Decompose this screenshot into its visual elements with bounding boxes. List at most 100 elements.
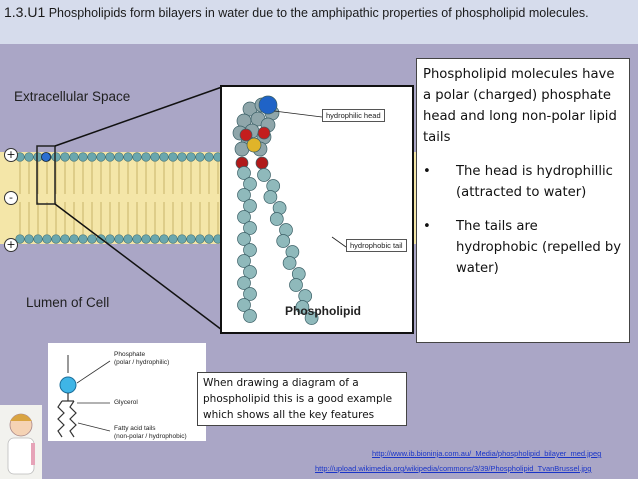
lipid-head [123, 234, 133, 244]
tail-atom [304, 311, 319, 325]
bullet-icon: • [423, 164, 431, 179]
lipid-head [105, 234, 115, 244]
zoom-line-top [54, 86, 223, 147]
avatar-hair [10, 414, 32, 421]
leader-line [76, 360, 111, 384]
slide-title: 1.3.U1 Phospholipids form bilayers in wa… [4, 3, 634, 22]
tail-atom [243, 221, 257, 235]
tail-atom [237, 232, 251, 246]
tail-atom [289, 278, 303, 292]
lipid-head [114, 234, 124, 244]
lipid-head [141, 234, 151, 244]
highlight-box [36, 145, 56, 205]
phosphate-head-icon [59, 376, 77, 394]
lipid-head [123, 152, 133, 162]
lipid-head [168, 234, 178, 244]
fatty-acid-tail-icon [57, 400, 65, 438]
fatty-acid-tail-icon [69, 400, 77, 438]
objective-code: 1.3.U1 [4, 4, 46, 20]
lipid-head [96, 152, 106, 162]
negative-charge-icon: - [4, 191, 18, 205]
note-box: When drawing a diagram of a phospholipid… [197, 372, 407, 426]
info-bullet: • The tails are hydrophobic (repelled by… [423, 216, 623, 279]
source-link[interactable]: http://upload.wikimedia.org/wikipedia/co… [315, 464, 592, 473]
tail-atom [243, 199, 257, 213]
avatar-drawing [7, 413, 35, 475]
oxygen-atom [255, 156, 269, 170]
tail-atom [243, 177, 257, 191]
simple-phospholipid-diagram: Phosphate (polar / hydrophilic) Glycerol… [48, 343, 206, 441]
phospholipid-model-inset: hydrophilic head hydrophobic tail [220, 85, 414, 334]
phosphate-label: Phosphate (polar / hydrophilic) [114, 351, 170, 366]
lipid-head [195, 234, 205, 244]
highlighted-head [41, 152, 51, 162]
phosphorus-atom [246, 137, 262, 153]
bullet-icon: • [423, 219, 431, 234]
fatty-acid-label: Fatty acid tails (non-polar / hydrophobi… [114, 425, 187, 440]
source-link[interactable]: http://www.ib.bioninja.com.au/_Media/pho… [372, 449, 602, 458]
tail-atom [282, 256, 297, 270]
tail-atom [276, 234, 291, 248]
zoom-line-bottom [54, 203, 223, 331]
bullet-text: The head is hydrophillic (attracted to w… [456, 164, 613, 200]
oxygen-atom [257, 126, 271, 140]
lipid-head [87, 234, 97, 244]
space-filling-model [232, 95, 347, 325]
lipid-head [159, 234, 169, 244]
lipid-head [141, 152, 151, 162]
lipid-head [204, 152, 214, 162]
lipid-head [204, 234, 214, 244]
tail-atom [237, 166, 251, 180]
tail-atom [257, 168, 271, 182]
glycerol-label: Glycerol [114, 399, 138, 406]
title-text: Phospholipids form bilayers in water due… [45, 6, 589, 20]
tail-atom [263, 190, 278, 204]
lipid-head [24, 152, 34, 162]
lipid-head [78, 152, 88, 162]
hydrophobic-tail-label: hydrophobic tail [346, 239, 407, 252]
tail-atom [237, 298, 251, 312]
lipid-head [87, 152, 97, 162]
positive-charge-icon: + [4, 148, 18, 162]
lipid-head [51, 234, 61, 244]
lipid-head [24, 234, 34, 244]
tail-atom [237, 276, 251, 290]
lipid-head [33, 234, 43, 244]
tail-atom [269, 212, 284, 226]
lipid-head [195, 152, 205, 162]
tail-atom [237, 210, 251, 224]
diagram-drawing [57, 355, 111, 438]
lipid-head [69, 234, 79, 244]
info-bullet: • The head is hydrophillic (attracted to… [423, 161, 623, 203]
lipid-head [60, 152, 70, 162]
lipid-head [177, 234, 187, 244]
tail-atom [237, 188, 251, 202]
oxygen-atom [239, 128, 253, 142]
tail-atom [243, 243, 257, 257]
hydrophilic-head-label: hydrophilic head [322, 109, 385, 122]
lipid-head [33, 152, 43, 162]
extracellular-label: Extracellular Space [14, 89, 131, 104]
lipid-head [132, 234, 142, 244]
lipid-head [150, 234, 160, 244]
phosphate-atom [258, 95, 278, 115]
lipid-head [42, 234, 52, 244]
info-box: Phospholipid molecules have a polar (cha… [416, 58, 630, 343]
avatar-coat [7, 437, 35, 475]
lipid-head [105, 152, 115, 162]
inset-caption: Phospholipid [285, 304, 361, 318]
lipid-head [186, 152, 196, 162]
lipid-head [186, 234, 196, 244]
presenter-avatar [0, 405, 42, 479]
lipid-head [114, 152, 124, 162]
lipid-head [51, 152, 61, 162]
title-bar: 1.3.U1 Phospholipids form bilayers in wa… [0, 0, 638, 44]
lipid-head [60, 234, 70, 244]
tail-atom [295, 300, 310, 314]
lipid-head [78, 234, 88, 244]
info-intro: Phospholipid molecules have a polar (cha… [423, 67, 617, 145]
lumen-label: Lumen of Cell [26, 295, 110, 310]
label-leader-line [331, 236, 347, 248]
lipid-head [150, 152, 160, 162]
lipid-head [177, 152, 187, 162]
